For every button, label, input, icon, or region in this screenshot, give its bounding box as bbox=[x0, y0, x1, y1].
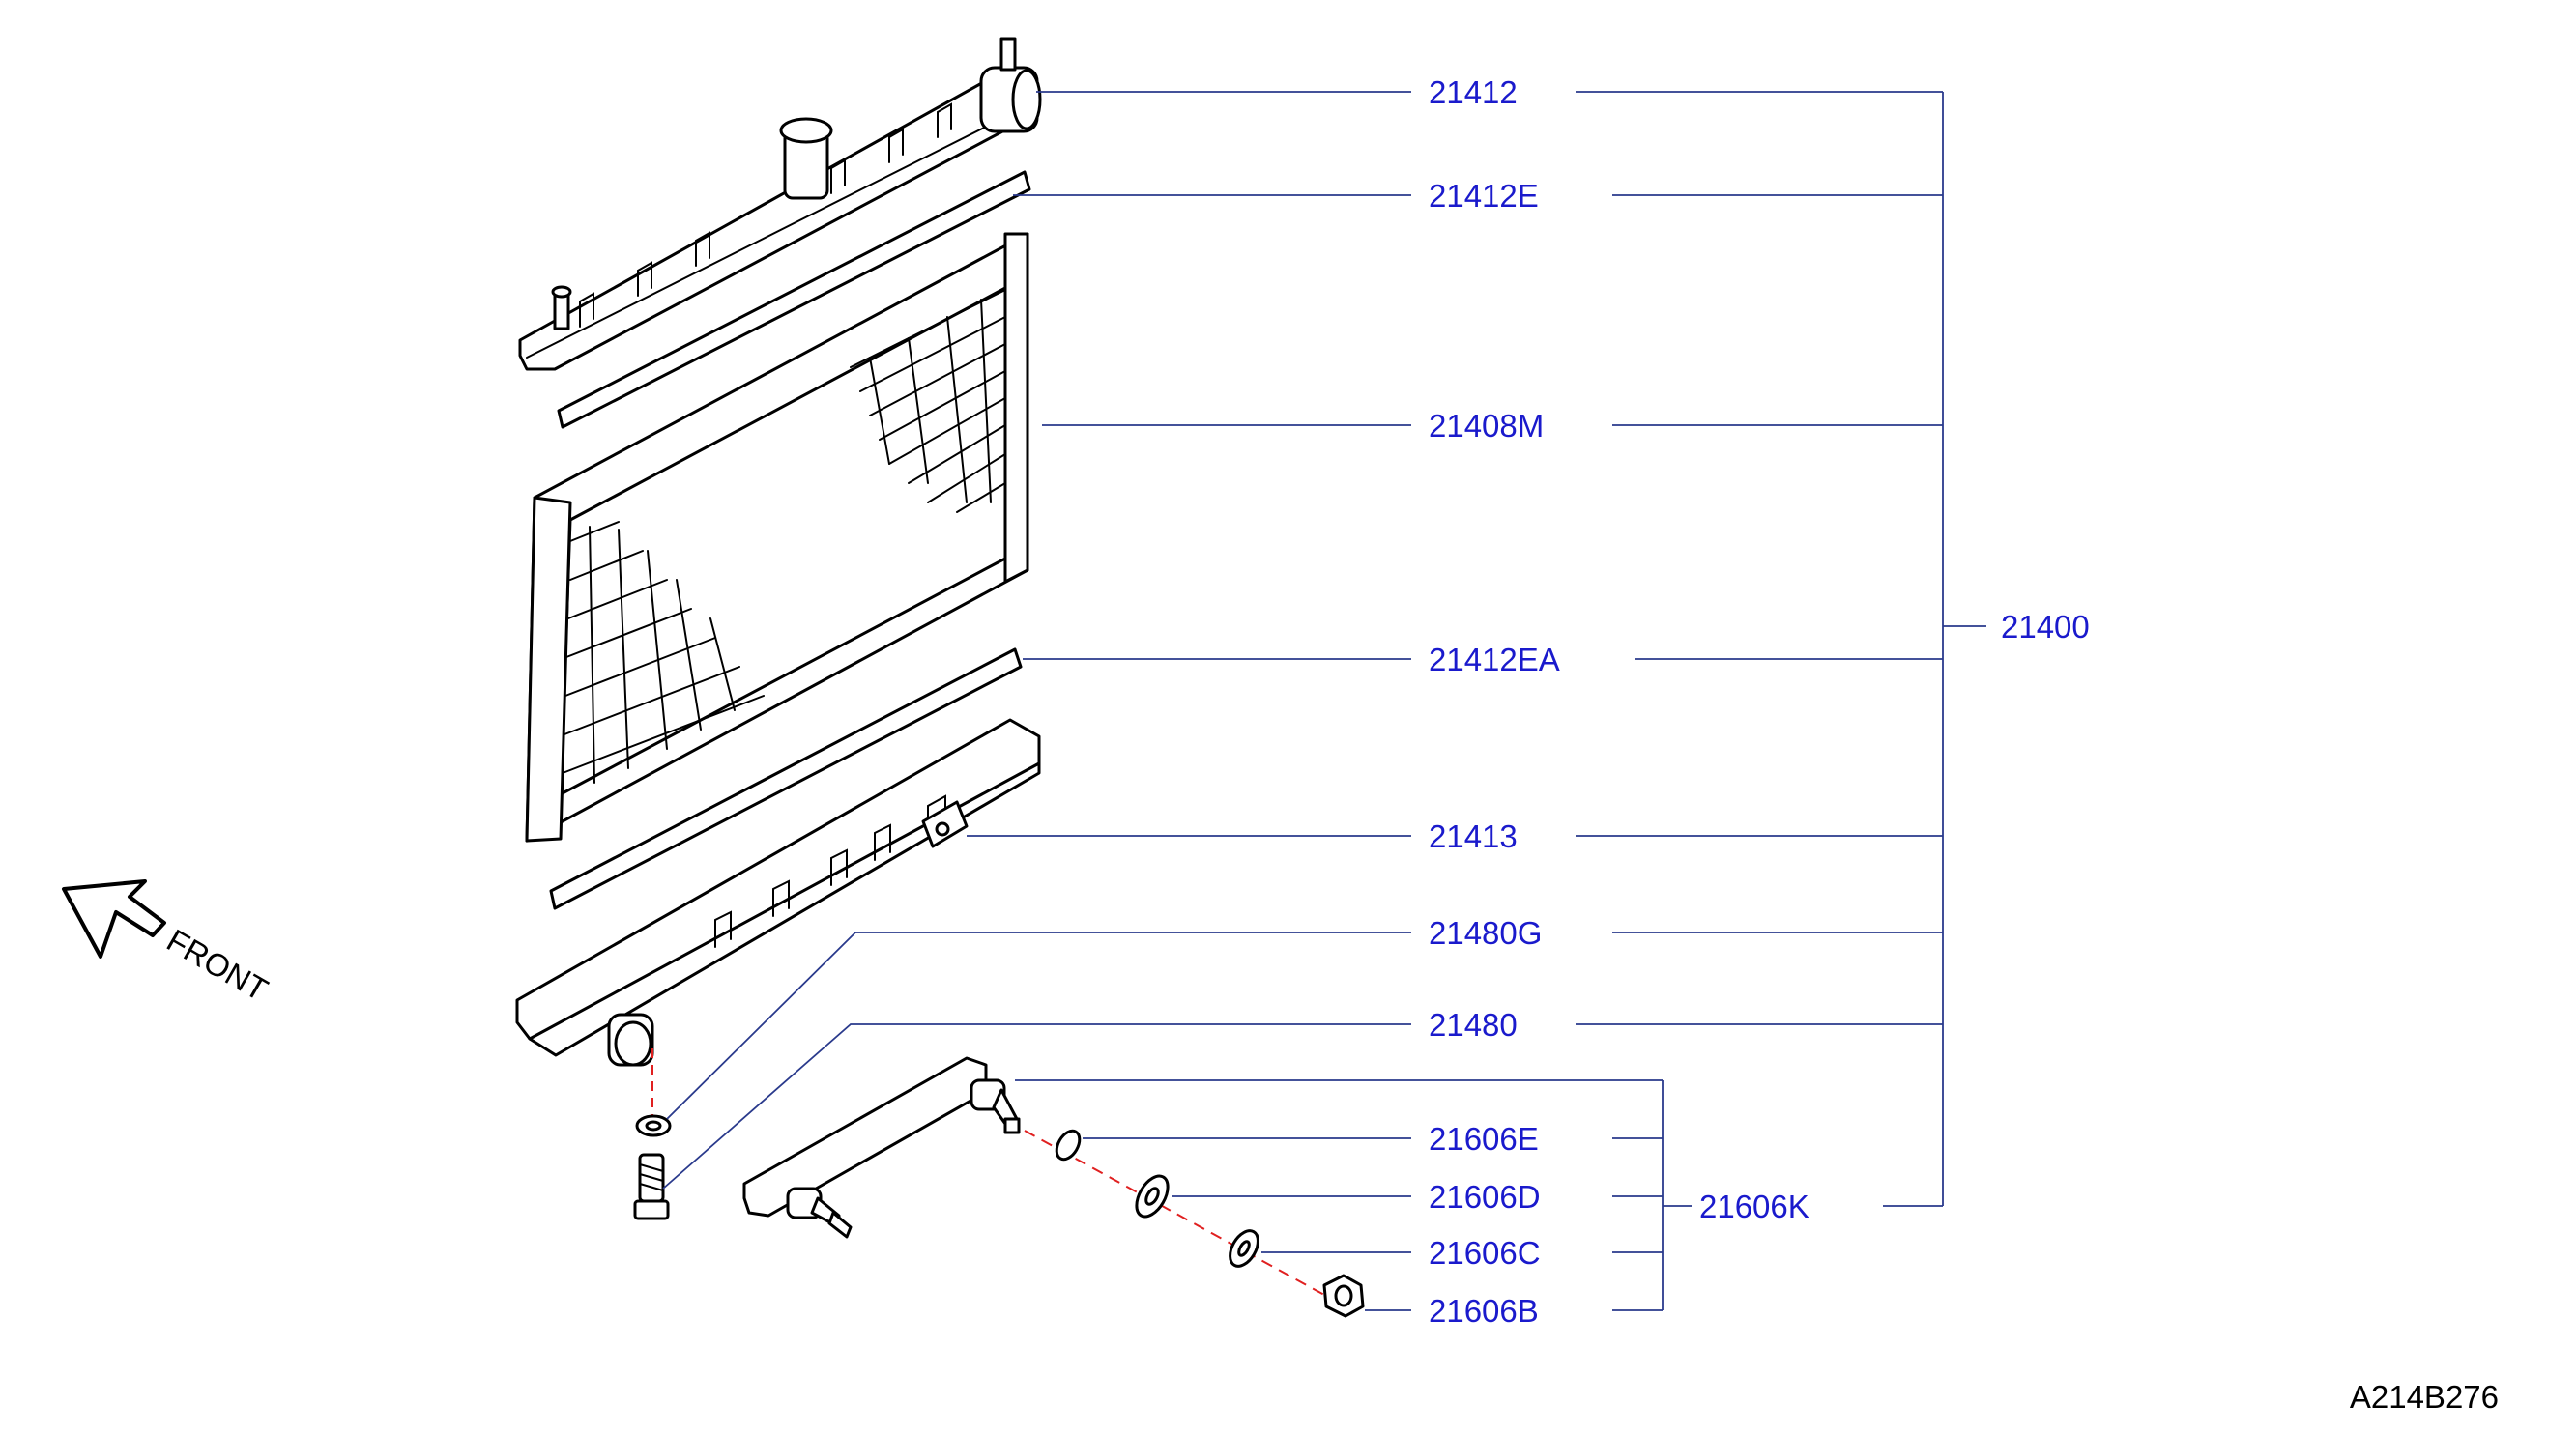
upper-gasket-art bbox=[557, 170, 1031, 429]
diagram-code: A214B276 bbox=[2350, 1379, 2499, 1415]
washer-d-art bbox=[1135, 1174, 1170, 1219]
upper-tank-art bbox=[518, 37, 1042, 371]
part-label-21413: 21413 bbox=[1429, 818, 1518, 854]
lower-tank-art bbox=[515, 718, 1041, 1067]
part-label-21606e: 21606E bbox=[1429, 1121, 1539, 1157]
front-label: FRONT bbox=[161, 922, 275, 1008]
part-label-21400: 21400 bbox=[2001, 609, 2090, 645]
part-label-21412ea: 21412EA bbox=[1429, 642, 1560, 677]
part-label-21480g: 21480G bbox=[1429, 915, 1542, 951]
drain-plug-art bbox=[633, 1153, 670, 1220]
radiator-core-art bbox=[525, 232, 1029, 843]
part-label-21606d: 21606D bbox=[1429, 1179, 1541, 1215]
part-label-21606c: 21606C bbox=[1429, 1235, 1541, 1271]
part-label-21606k: 21606K bbox=[1699, 1189, 1809, 1224]
oil-cooler-art bbox=[742, 1056, 1021, 1239]
part-label-21480: 21480 bbox=[1429, 1007, 1518, 1043]
lower-gasket-art bbox=[549, 647, 1023, 910]
part-label-21412: 21412 bbox=[1429, 74, 1518, 110]
part-label-21408m: 21408M bbox=[1429, 408, 1544, 444]
part-label-21606b: 21606B bbox=[1429, 1293, 1539, 1329]
drain-washer-art bbox=[635, 1114, 672, 1137]
part-label-21412e: 21412E bbox=[1429, 178, 1539, 214]
nut-art bbox=[1322, 1274, 1365, 1318]
o-ring-art bbox=[1055, 1129, 1082, 1162]
front-arrow-icon bbox=[62, 879, 166, 959]
washer-c-art bbox=[1229, 1229, 1259, 1268]
leader-lines bbox=[662, 91, 1986, 1311]
